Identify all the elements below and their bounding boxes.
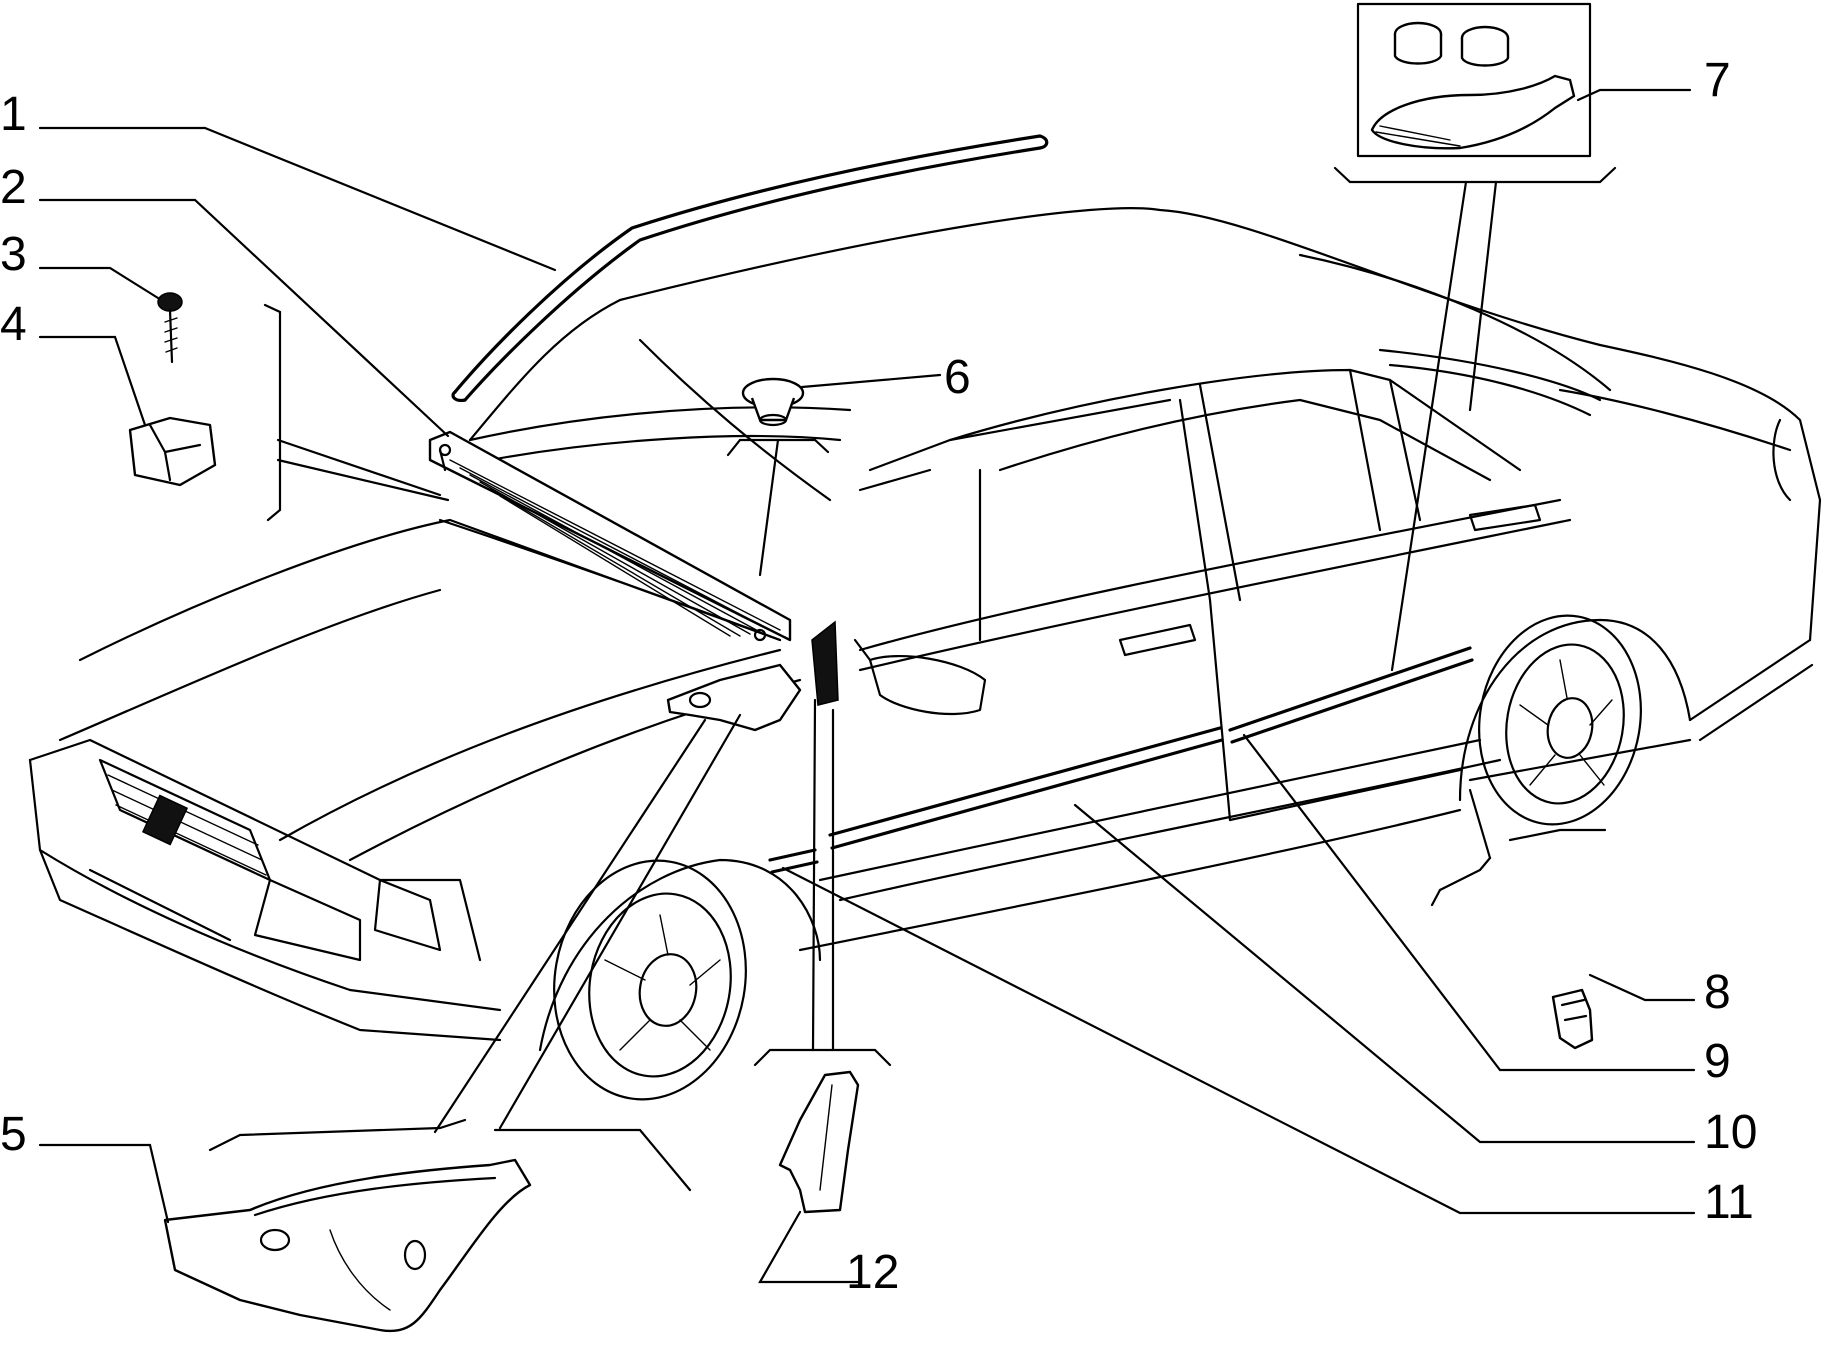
callout-12: 12 (846, 1246, 899, 1299)
part-12-pillar-trim (778, 620, 860, 1214)
part-7-sealant-kit (1356, 2, 1592, 158)
part-6-plug (741, 377, 805, 427)
part-3-screw (157, 292, 183, 364)
part-2-cowl-panel (428, 430, 792, 642)
callout-4: 4 (0, 298, 27, 351)
callout-2: 2 (0, 161, 27, 214)
bracket-part-5 (208, 1118, 692, 1192)
car-body (28, 207, 1822, 1101)
part-4-clip (128, 416, 217, 487)
callout-5: 5 (0, 1108, 27, 1161)
part-11-fender-molding (768, 848, 819, 874)
callout-11: 11 (1704, 1176, 1754, 1229)
part-5-wheel-arch-liner (163, 1158, 532, 1333)
bracket-cowl (263, 303, 282, 522)
bracket-part-7 (1333, 166, 1617, 184)
part-10-front-door-molding (828, 726, 1224, 850)
part-5-fender-bracket (666, 663, 802, 732)
part-9-rear-door-molding (1228, 646, 1474, 744)
callout-3: 3 (0, 228, 27, 281)
part-1-roof-seal (451, 134, 1049, 402)
part-8-molding-clip (1551, 988, 1594, 1050)
callout-6: 6 (944, 351, 971, 404)
callout-9: 9 (1704, 1035, 1731, 1088)
callout-1: 1 (0, 88, 27, 141)
leader-lines (38, 88, 1696, 1284)
bracket-part-8 (1430, 788, 1607, 907)
callouts: 1 2 3 4 5 6 7 8 9 10 11 12 (0, 54, 1757, 1299)
callout-8: 8 (1704, 966, 1731, 1019)
callout-10: 10 (1704, 1106, 1757, 1159)
callout-7: 7 (1704, 54, 1731, 107)
bracket-part-12 (753, 1048, 892, 1067)
